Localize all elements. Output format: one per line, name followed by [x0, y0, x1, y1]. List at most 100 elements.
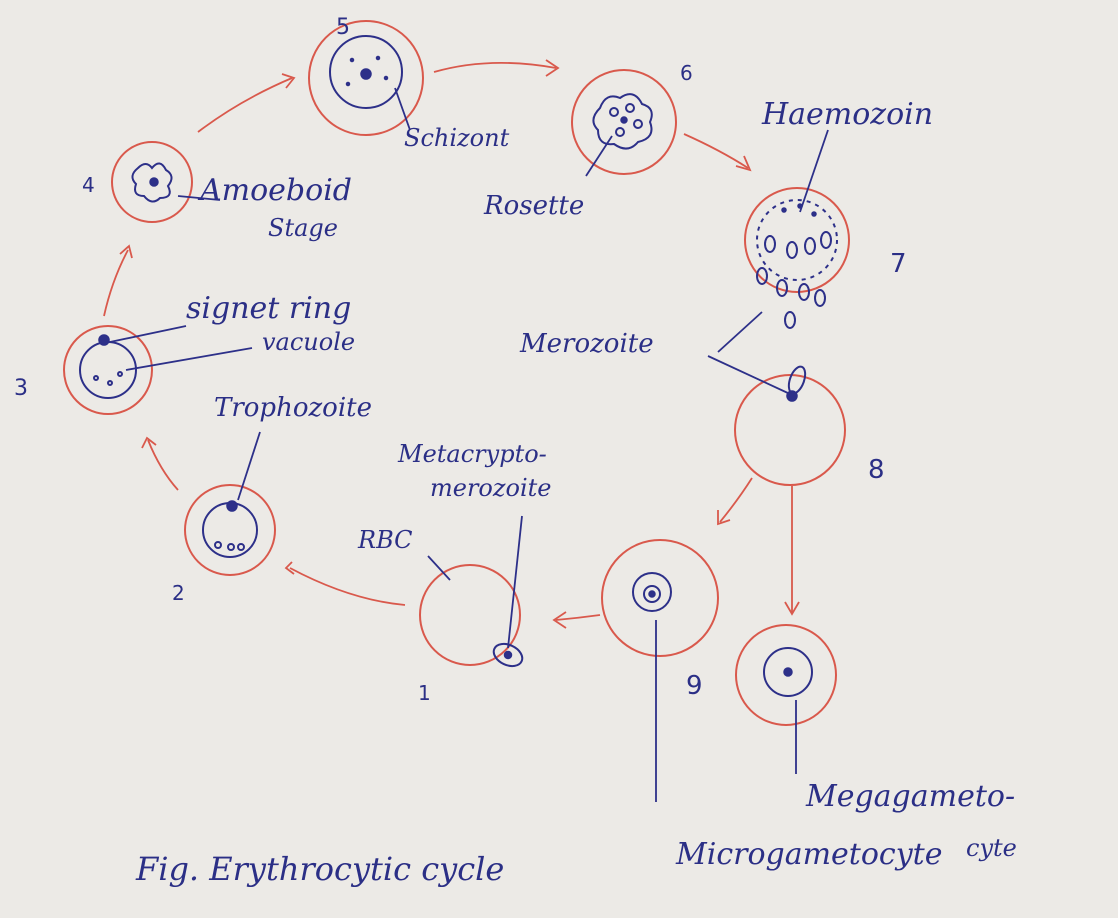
label-microgametocyte: Microgametocyte: [675, 837, 942, 872]
merozoite-bud: [609, 107, 619, 117]
chromatin-dot: [383, 75, 389, 81]
leader-rosette: [585, 135, 613, 177]
stage-number-8: 8: [868, 455, 885, 485]
merozoite: [756, 267, 768, 285]
stage-9-microgametocyte: [601, 539, 719, 657]
label-amoeboid: Amoeboid: [197, 173, 352, 208]
label-schizont: Schizont: [404, 124, 510, 152]
rosette-cell: [592, 93, 653, 150]
megagametocyte-nucleus: [783, 667, 793, 677]
megagametocyte-cell: [763, 647, 813, 697]
vacuole-dot: [117, 371, 123, 377]
chromatin-dot: [375, 55, 381, 61]
merozoite: [814, 289, 826, 307]
microgametocyte-cell: [632, 572, 672, 612]
metacryptomerozoite-nucleus: [503, 650, 513, 660]
leader-schizont: [394, 87, 411, 131]
merozoite: [764, 235, 776, 253]
stage-2-trophozoite: [184, 484, 276, 576]
merozoite: [784, 311, 796, 329]
leader-merozoite-7: [717, 311, 763, 353]
ruptured-membrane: [756, 199, 838, 281]
vacuole-dot: [237, 543, 245, 551]
merozoite-bud: [633, 119, 643, 129]
rbc-outline: [63, 325, 153, 415]
leader-rbc: [427, 555, 451, 581]
leader-vacuole: [125, 347, 253, 371]
merozoite: [820, 231, 832, 249]
rbc-outline: [571, 69, 677, 175]
arrowhead: [284, 561, 295, 575]
stage-number-4: 4: [82, 173, 95, 197]
vacuole-dot: [93, 375, 99, 381]
arrow-8-to-9a: [719, 477, 753, 523]
arrowhead: [717, 510, 731, 526]
label-rosette: Rosette: [483, 191, 584, 221]
merozoite: [776, 279, 788, 297]
trophozoite-nucleus: [226, 500, 238, 512]
stage-6-rosette: [571, 69, 677, 175]
merozoite: [804, 237, 816, 255]
vacuole-dot: [227, 543, 235, 551]
stage-number-9: 9: [686, 671, 703, 701]
stage-number-6: 6: [680, 61, 693, 85]
stage-number-7: 7: [890, 249, 907, 279]
label-megagametocyte-line2: cyte: [966, 834, 1017, 862]
merozoite: [786, 241, 798, 259]
rbc-outline: [111, 141, 193, 223]
entering-merozoite: [787, 365, 807, 395]
label-metacrypto-line1: Metacrypto-: [397, 440, 547, 468]
rbc-outline: [184, 484, 276, 576]
arrowhead: [281, 73, 296, 89]
haemozoin-granule: [781, 207, 787, 213]
label-haemozoin: Haemozoin: [761, 97, 933, 132]
label-vacuole: vacuole: [262, 328, 355, 356]
haemozoin-granule: [811, 211, 817, 217]
microgametocyte-inner: [643, 585, 661, 603]
stage-4-amoeboid: [111, 141, 193, 223]
arrow-4-to-5: [197, 77, 293, 133]
rbc-outline: [601, 539, 719, 657]
label-metacrypto-line2: merozoite: [430, 474, 552, 502]
label-megagametocyte-line1: Megagameto-: [805, 779, 1015, 814]
rbc-outline: [419, 564, 521, 666]
leader-lines: [109, 87, 829, 802]
stage-8-new-rbc: [734, 365, 846, 486]
stage-5-schizont: [308, 20, 424, 136]
arrowhead: [784, 601, 800, 616]
rosette-pigment: [620, 116, 628, 124]
rbc-outline: [734, 374, 846, 486]
leader-trophozoite: [237, 431, 261, 501]
stage-1-rbc: [419, 564, 524, 668]
arrow-3-to-4: [103, 249, 129, 317]
label-signet-ring: signet ring: [186, 291, 351, 326]
figure-caption: Fig. Erythrocytic cycle: [135, 850, 504, 888]
rbc-outline: [744, 187, 850, 293]
stage-9-megagametocyte: [735, 624, 837, 726]
stage-number-2: 2: [172, 581, 185, 605]
vacuole-dot: [214, 541, 222, 549]
arrow-9a-to-1: [555, 614, 601, 621]
arrowhead: [552, 611, 567, 629]
arrowhead: [141, 436, 157, 449]
merozoite-bud: [625, 103, 635, 113]
leader-signet-ring: [109, 325, 187, 343]
arrowhead: [119, 244, 133, 259]
arrowhead: [735, 155, 752, 172]
arrow-6-to-7: [683, 133, 749, 169]
merozoite-bud: [615, 127, 625, 137]
schizont-cell: [329, 35, 403, 109]
vacuole-dot: [107, 380, 113, 386]
label-stage: Stage: [268, 214, 338, 242]
cycle-arrows: [103, 59, 800, 629]
signet-ring-nucleus: [98, 334, 110, 346]
label-trophozoite: Trophozoite: [214, 393, 372, 423]
amoeboid-cell: [131, 162, 173, 203]
microgametocyte-nucleus: [648, 590, 656, 598]
stage-3-signet-ring: [63, 325, 153, 415]
arrow-5-to-6: [433, 61, 557, 73]
arrow-1-to-2: [289, 567, 406, 606]
chromatin-dot: [345, 81, 351, 87]
arrow-2-to-3: [147, 439, 179, 491]
